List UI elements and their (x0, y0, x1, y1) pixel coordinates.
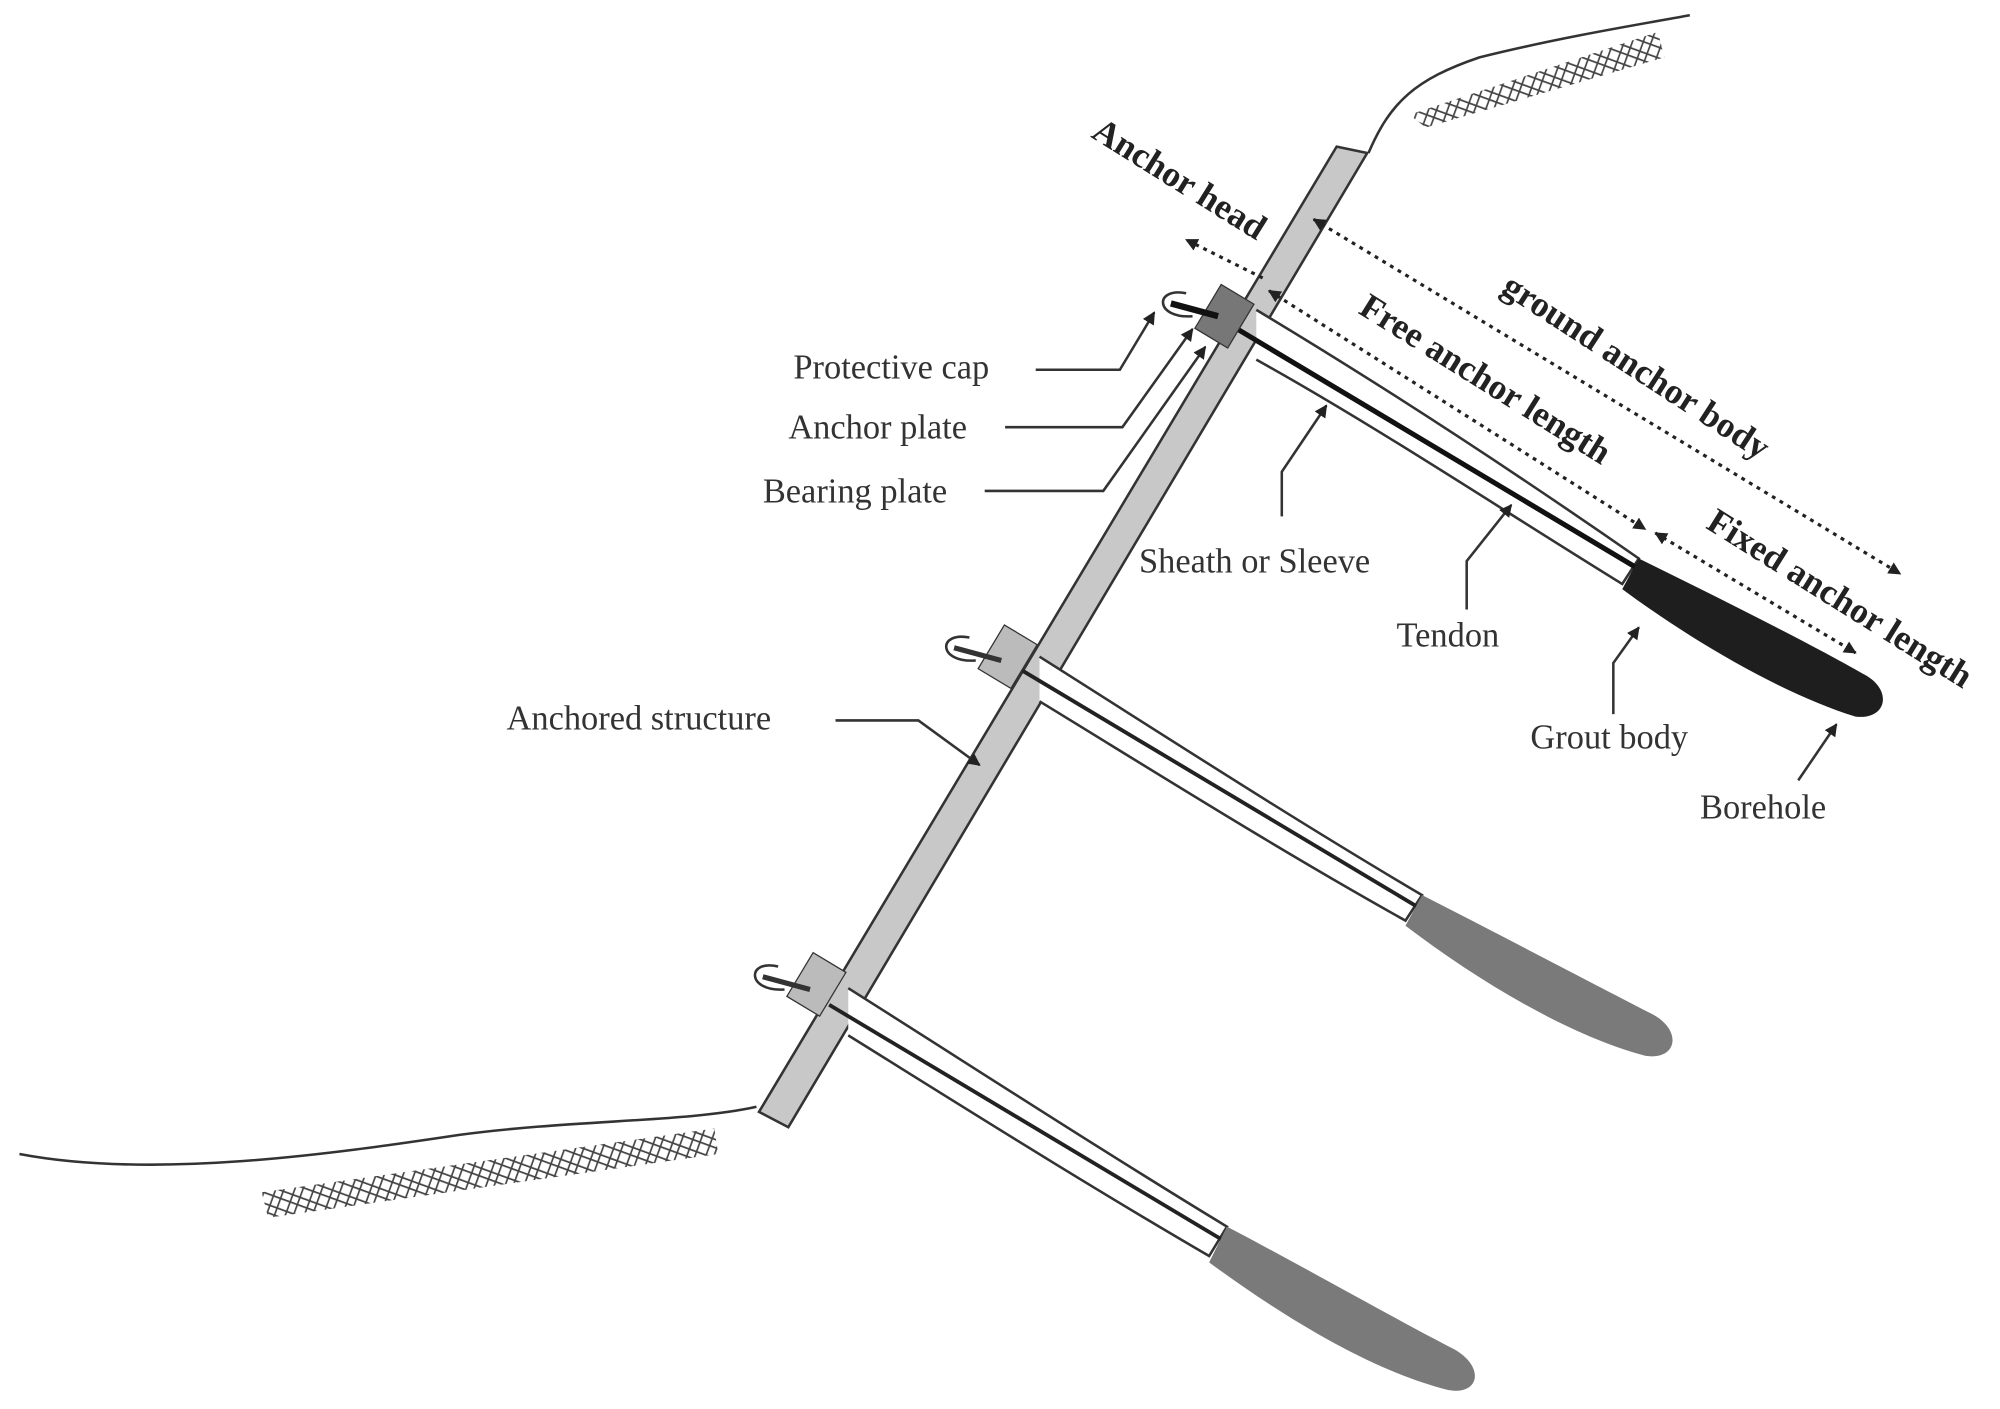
anchored-structure-label: Anchored structure (507, 699, 772, 737)
anchored-structure-wall (757, 145, 1370, 1129)
dimension-lines (1185, 217, 1902, 655)
bearing-plate-label: Bearing plate (763, 472, 947, 510)
tendon-label: Tendon (1397, 616, 1500, 654)
protective-cap-label: Protective cap (793, 349, 989, 387)
grout-body-label: Grout body (1530, 718, 1688, 756)
anchor-head-label: Anchor head (1086, 109, 1274, 247)
anchor-middle (945, 624, 1673, 1057)
leader-lines (835, 311, 1838, 782)
grout-body-gray (1405, 895, 1673, 1057)
anchor-plate-label: Anchor plate (788, 409, 967, 447)
ground-surface (19, 14, 1691, 1218)
anchor-bottom (753, 951, 1475, 1391)
sheath-or-sleeve-label: Sheath or Sleeve (1139, 543, 1370, 581)
borehole-label: Borehole (1700, 789, 1826, 827)
grout-body-gray (1209, 1226, 1475, 1391)
anchor-top (1161, 283, 1883, 717)
bearing-plate (1194, 283, 1255, 349)
ground-anchor-body-label: ground anchor body (1496, 265, 1778, 468)
